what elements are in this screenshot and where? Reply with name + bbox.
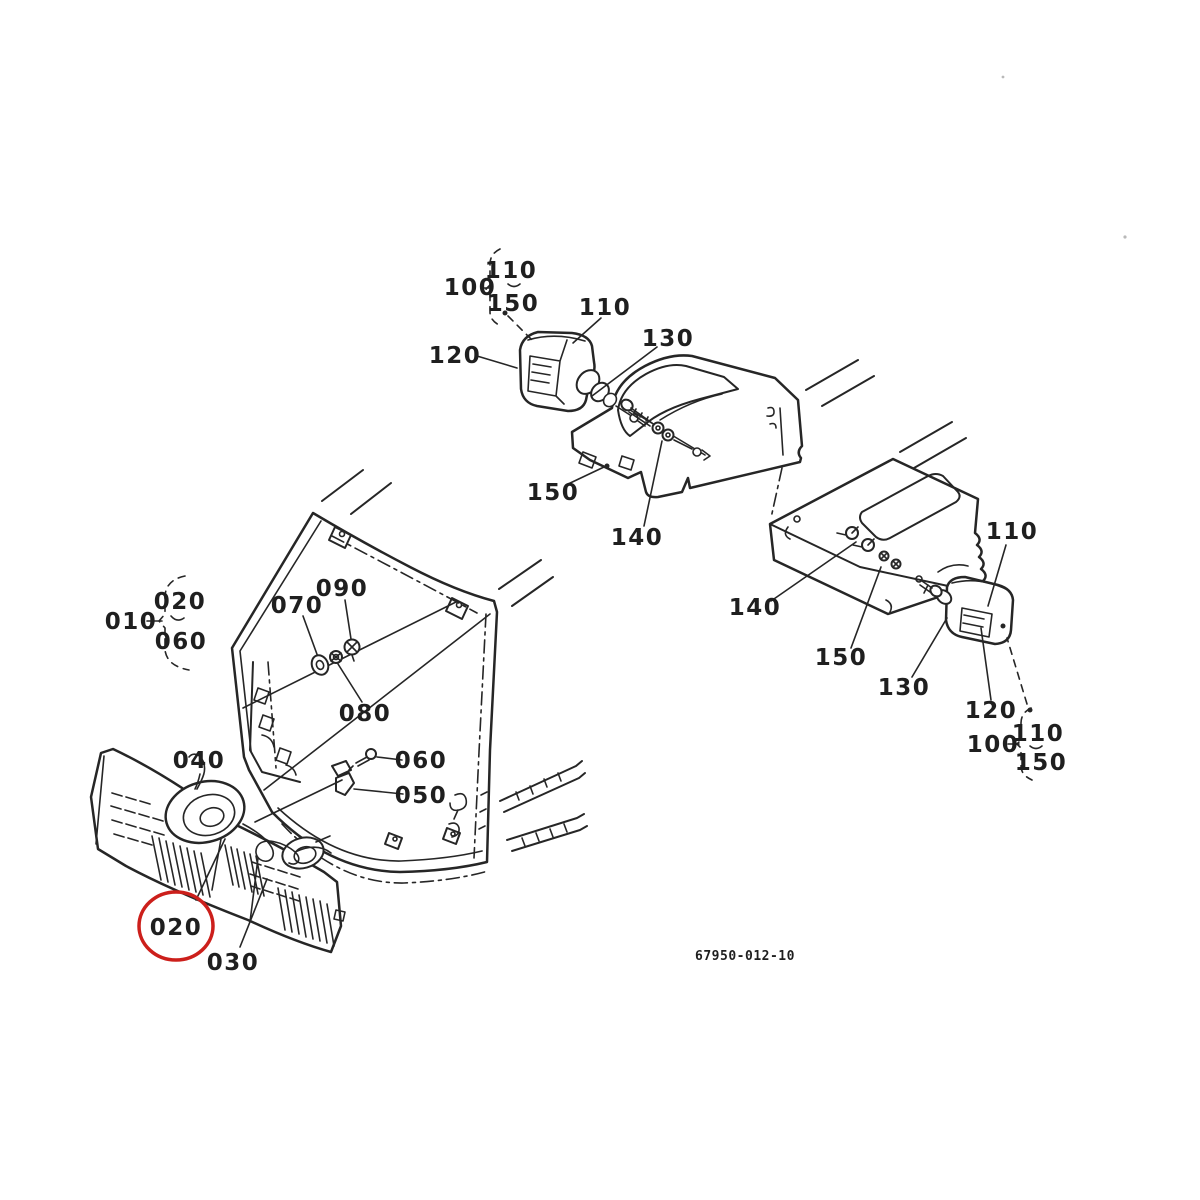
leader-150-top: [565, 466, 605, 486]
fastener-nut-090: [343, 638, 361, 662]
scan-speck: [1001, 75, 1005, 79]
leader-070: [302, 615, 319, 658]
callout-060: 060: [395, 748, 448, 774]
grille-slats-center: [224, 844, 265, 897]
callout-110-right-kit: 110: [1012, 721, 1065, 747]
screws-150-right: [878, 550, 902, 570]
marker-lamp-dome: [281, 835, 331, 870]
leader-140-top: [643, 440, 663, 527]
callout-120-top: 120: [429, 343, 482, 369]
hood-inner-bracket: [249, 661, 301, 783]
callout-100-right: 100: [967, 732, 1020, 758]
callout-080: 080: [339, 701, 392, 727]
callout-070: 070: [271, 593, 324, 619]
headlamp-dome: [164, 779, 246, 845]
leader-020: [195, 838, 226, 901]
fastener-washer-070: [310, 654, 330, 676]
callout-090: 090: [316, 576, 369, 602]
hood-hinge-tab: [328, 526, 469, 620]
hood-crease-line: [263, 613, 491, 791]
front-trim-strips: [499, 760, 588, 852]
leader-lines: [146, 287, 1020, 948]
lamp-socket: [915, 575, 953, 605]
leader-060-front: [376, 756, 403, 761]
leader-130-top: [591, 346, 658, 397]
kit-leader-top: [507, 315, 534, 342]
lens-slats-right: [277, 887, 335, 947]
callout-010: 010: [105, 609, 158, 635]
callout-130-top: 130: [642, 326, 695, 352]
leader-110-top: [572, 317, 602, 344]
lamp-assembly-right: [915, 564, 1015, 646]
callout-110-top: 110: [579, 295, 632, 321]
grille-wiring-harness: [242, 823, 332, 865]
kit-brace-left: [158, 575, 190, 671]
scan-speck: [1123, 235, 1127, 239]
callout-050: 050: [395, 783, 448, 809]
callout-020-circled: 020: [150, 915, 203, 941]
leader-050: [353, 788, 404, 795]
callout-150-right-kit: 150: [1015, 750, 1068, 776]
callout-060-kit: 060: [155, 629, 208, 655]
callout-120-right: 120: [965, 698, 1018, 724]
grille-slats-left: [151, 835, 211, 898]
clamp-bolt: [348, 748, 377, 771]
leader-040: [194, 773, 201, 790]
callout-030: 030: [207, 950, 260, 976]
callout-130-right: 130: [878, 675, 931, 701]
grille-bezel-assembly: [89, 747, 346, 954]
callout-140-right: 140: [729, 595, 782, 621]
leader-120-right: [980, 627, 992, 701]
leader-120-top: [476, 355, 518, 369]
support-bracket-top: [570, 354, 875, 519]
callout-150-top-kit: 150: [487, 291, 540, 317]
bracket-window: [617, 364, 739, 437]
callout-140-top: 140: [611, 525, 664, 551]
lamp-socket: [575, 369, 646, 427]
leader-080: [337, 663, 363, 703]
fastener-collar-080: [329, 650, 343, 664]
harness-upper-wire: [188, 753, 206, 790]
break-strokes: [899, 421, 967, 469]
bracket-arm-130: [937, 564, 969, 573]
callout-150-top: 150: [527, 480, 580, 506]
callout-020-kit: 020: [154, 589, 207, 615]
washers-140: [651, 421, 711, 461]
support-bracket-right: [768, 421, 987, 616]
hood-lower-clips: [384, 791, 488, 850]
kit-brace-right: [1006, 637, 1043, 781]
callout-110-top-kit: 110: [485, 258, 538, 284]
lamp-body: [518, 330, 596, 413]
grille-bricks: [110, 792, 165, 846]
kit-brace-top: [485, 248, 534, 342]
leader-140-right: [770, 541, 857, 602]
leader-150-right: [850, 566, 882, 649]
lamp-assembly-top: [518, 330, 646, 427]
highlight-circle-020: [137, 890, 215, 962]
callout-040: 040: [173, 748, 226, 774]
clip-nuts-140-right: [836, 526, 875, 552]
break-strokes: [805, 359, 875, 407]
break-strokes: [321, 469, 554, 607]
lamp-body: [944, 575, 1015, 646]
harness-clamp-group: [254, 748, 377, 823]
bracket-window-right: [859, 473, 961, 541]
drawing-code: 67950-012-10: [695, 949, 795, 964]
hood-panel: [230, 469, 554, 884]
callout-labels: 010 020 060 070 090 080 040 060 050 020 …: [105, 258, 1068, 976]
callout-150-right: 150: [815, 645, 868, 671]
kit-leader-right: [1006, 637, 1028, 705]
leader-030: [239, 878, 268, 948]
leader-130-right: [911, 617, 948, 678]
harness-clamp: [331, 760, 355, 796]
callout-110-right: 110: [986, 519, 1039, 545]
leader-090: [344, 599, 352, 640]
callout-100-top: 100: [444, 275, 497, 301]
leader-110-right: [987, 544, 1007, 607]
